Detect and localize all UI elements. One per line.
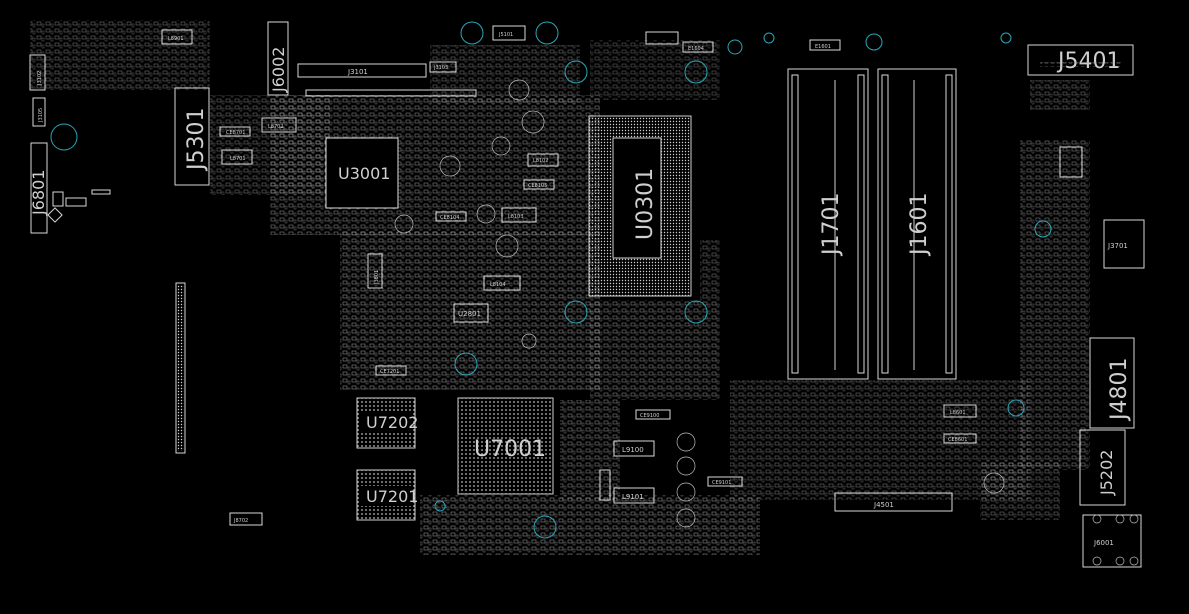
label-U2801: U2801 xyxy=(458,310,481,318)
label-L8103: L8103 xyxy=(508,214,524,220)
top-left-area: J3102 J3105 J6801 L8901 J5301 J6002 J310… xyxy=(29,21,526,234)
label-L8901: L8901 xyxy=(168,36,184,42)
label-CE9100: CE9100 xyxy=(640,413,659,419)
label-L9101: L9101 xyxy=(622,493,644,501)
label-L8102: L8102 xyxy=(533,158,549,164)
label-U3001: U3001 xyxy=(338,164,390,183)
label-J5401: J5401 xyxy=(1056,49,1120,74)
label-E1604: E1604 xyxy=(688,46,704,52)
label-J5301: J5301 xyxy=(184,108,209,172)
label-J5101: J5101 xyxy=(498,32,513,38)
label-CE9101: CE9101 xyxy=(712,480,731,486)
label-U7202: U7202 xyxy=(366,413,418,432)
label-J1701: J1701 xyxy=(819,193,844,257)
label-L8702: L8702 xyxy=(268,124,284,130)
label-J3103: J3103 xyxy=(433,65,448,71)
label-U7001: U7001 xyxy=(474,437,546,462)
label-J3801: J3801 xyxy=(374,270,380,285)
component-field xyxy=(30,20,1090,555)
label-U0301: U0301 xyxy=(633,168,658,240)
label-CE7201: CE7201 xyxy=(380,369,399,375)
label-J3101: J3101 xyxy=(347,68,368,76)
label-L8701: L8701 xyxy=(230,156,246,162)
label-L9100: L9100 xyxy=(622,446,644,454)
label-CE8701: CE8701 xyxy=(226,130,245,136)
label-J6002: J6002 xyxy=(269,47,288,93)
bottom-region: U7202 U7201 U7001 L9100 L9101 CE9100 CE9… xyxy=(356,397,1005,528)
right-connectors: J5401 J3701 J4801 J5202 J6001 L8601 CE86… xyxy=(943,44,1145,568)
label-J6801: J6801 xyxy=(29,170,48,216)
label-CE8601: CE8601 xyxy=(948,437,967,443)
middle-upper: L8102 CE8105 CE8104 L8103 L8104 U2801 J3… xyxy=(367,79,559,376)
label-U7201: U7201 xyxy=(366,487,418,506)
label-J1601: J1601 xyxy=(907,193,932,257)
left-strip-connector: J8702 xyxy=(175,282,263,526)
dimm-sockets: J1701 J1601 E1601 E1604 xyxy=(645,31,957,380)
u3001-region: U3001 L8702 CE8701 L8701 xyxy=(219,117,399,209)
label-J4801: J4801 xyxy=(1107,358,1132,422)
label-L8104: L8104 xyxy=(490,282,506,288)
label-J3105: J3105 xyxy=(38,108,44,123)
label-J8702: J8702 xyxy=(233,518,248,524)
label-J3102: J3102 xyxy=(37,71,43,86)
label-J5202: J5202 xyxy=(1097,450,1116,496)
label-J4501: J4501 xyxy=(873,501,894,509)
label-J6001: J6001 xyxy=(1093,539,1114,547)
label-CE8104: CE8104 xyxy=(440,215,459,221)
label-CE8105: CE8105 xyxy=(528,183,547,189)
label-J3701: J3701 xyxy=(1107,242,1128,250)
mounting-holes xyxy=(50,21,1052,539)
label-E1601: E1601 xyxy=(815,44,831,50)
label-L8601: L8601 xyxy=(950,410,966,416)
u0301-cpu: U0301 xyxy=(588,115,692,297)
